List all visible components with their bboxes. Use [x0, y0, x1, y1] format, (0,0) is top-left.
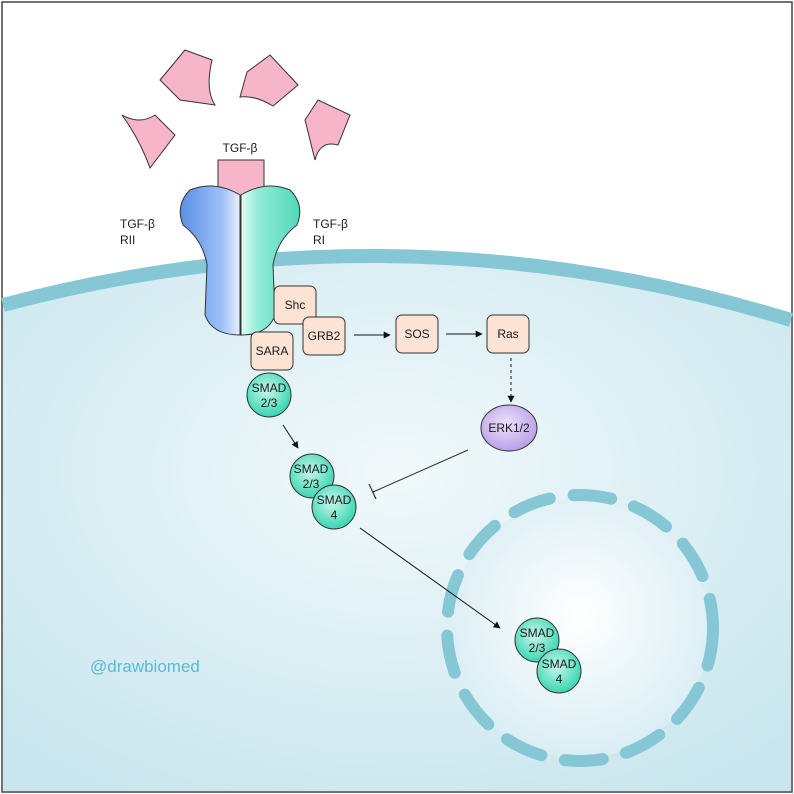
smad23-cyto-label-2: 2/3 — [303, 477, 320, 491]
rii-label-line2: RII — [120, 233, 135, 247]
ras-label: Ras — [497, 327, 518, 341]
shc-box — [273, 285, 317, 325]
smad23-nuclear-label-1: SMAD — [520, 626, 555, 640]
smad23-nuclear-label-2: 2/3 — [529, 641, 546, 655]
ri-label-line2: RI — [313, 233, 325, 247]
ligand-tgf-beta-2 — [239, 54, 299, 107]
receptor-tgf-beta-rii — [179, 185, 241, 336]
nuclear-envelope — [441, 489, 719, 767]
nucleus — [450, 498, 710, 758]
smad4-nuclear-label-1: SMAD — [542, 657, 577, 671]
cell-membrane — [1, 249, 794, 327]
sos-label: SOS — [404, 327, 429, 341]
ligand-tgf-beta-3 — [121, 114, 176, 170]
ligand-tgf-beta-1 — [159, 49, 217, 106]
erk-label: ERK1/2 — [488, 421, 530, 435]
inhibition-bar — [368, 483, 377, 500]
smad23-cyto-label-1: SMAD — [294, 462, 329, 476]
smad4-cyto-label-2: 4 — [331, 508, 338, 522]
sos-box — [395, 314, 439, 354]
smad4-cyto-node — [311, 484, 357, 530]
rii-label-line1: TGF-β — [120, 217, 155, 231]
erk-node — [480, 404, 538, 452]
smad4-cyto-label-1: SMAD — [317, 493, 352, 507]
ligand-label: TGF-β — [223, 141, 258, 155]
smad23-cyto-node — [289, 453, 335, 499]
sara-box — [250, 331, 294, 371]
shc-label: Shc — [285, 298, 306, 312]
arrow-complex-to-nucleus — [359, 527, 501, 629]
smad4-nuclear-node — [536, 648, 582, 694]
ras-box — [486, 314, 530, 354]
watermark: @drawbiomed — [90, 657, 200, 676]
grb2-label: GRB2 — [308, 329, 341, 343]
smad23-receptor-label-1: SMAD — [252, 381, 287, 395]
receptor-tgf-beta-ri — [240, 185, 301, 336]
smad4-nuclear-label-2: 4 — [556, 672, 563, 686]
arrow-smad-to-complex — [282, 424, 299, 449]
inhibition-line-erk-smad — [372, 449, 469, 493]
grb2-box — [302, 316, 346, 356]
smad23-receptor-label-2: 2/3 — [261, 396, 278, 410]
ri-label-line1: TGF-β — [313, 217, 348, 231]
sara-label: SARA — [256, 344, 289, 358]
ligand-tgf-beta-4 — [304, 99, 351, 161]
smad23-receptor-node — [246, 372, 292, 418]
smad23-nuclear-node — [514, 617, 560, 663]
